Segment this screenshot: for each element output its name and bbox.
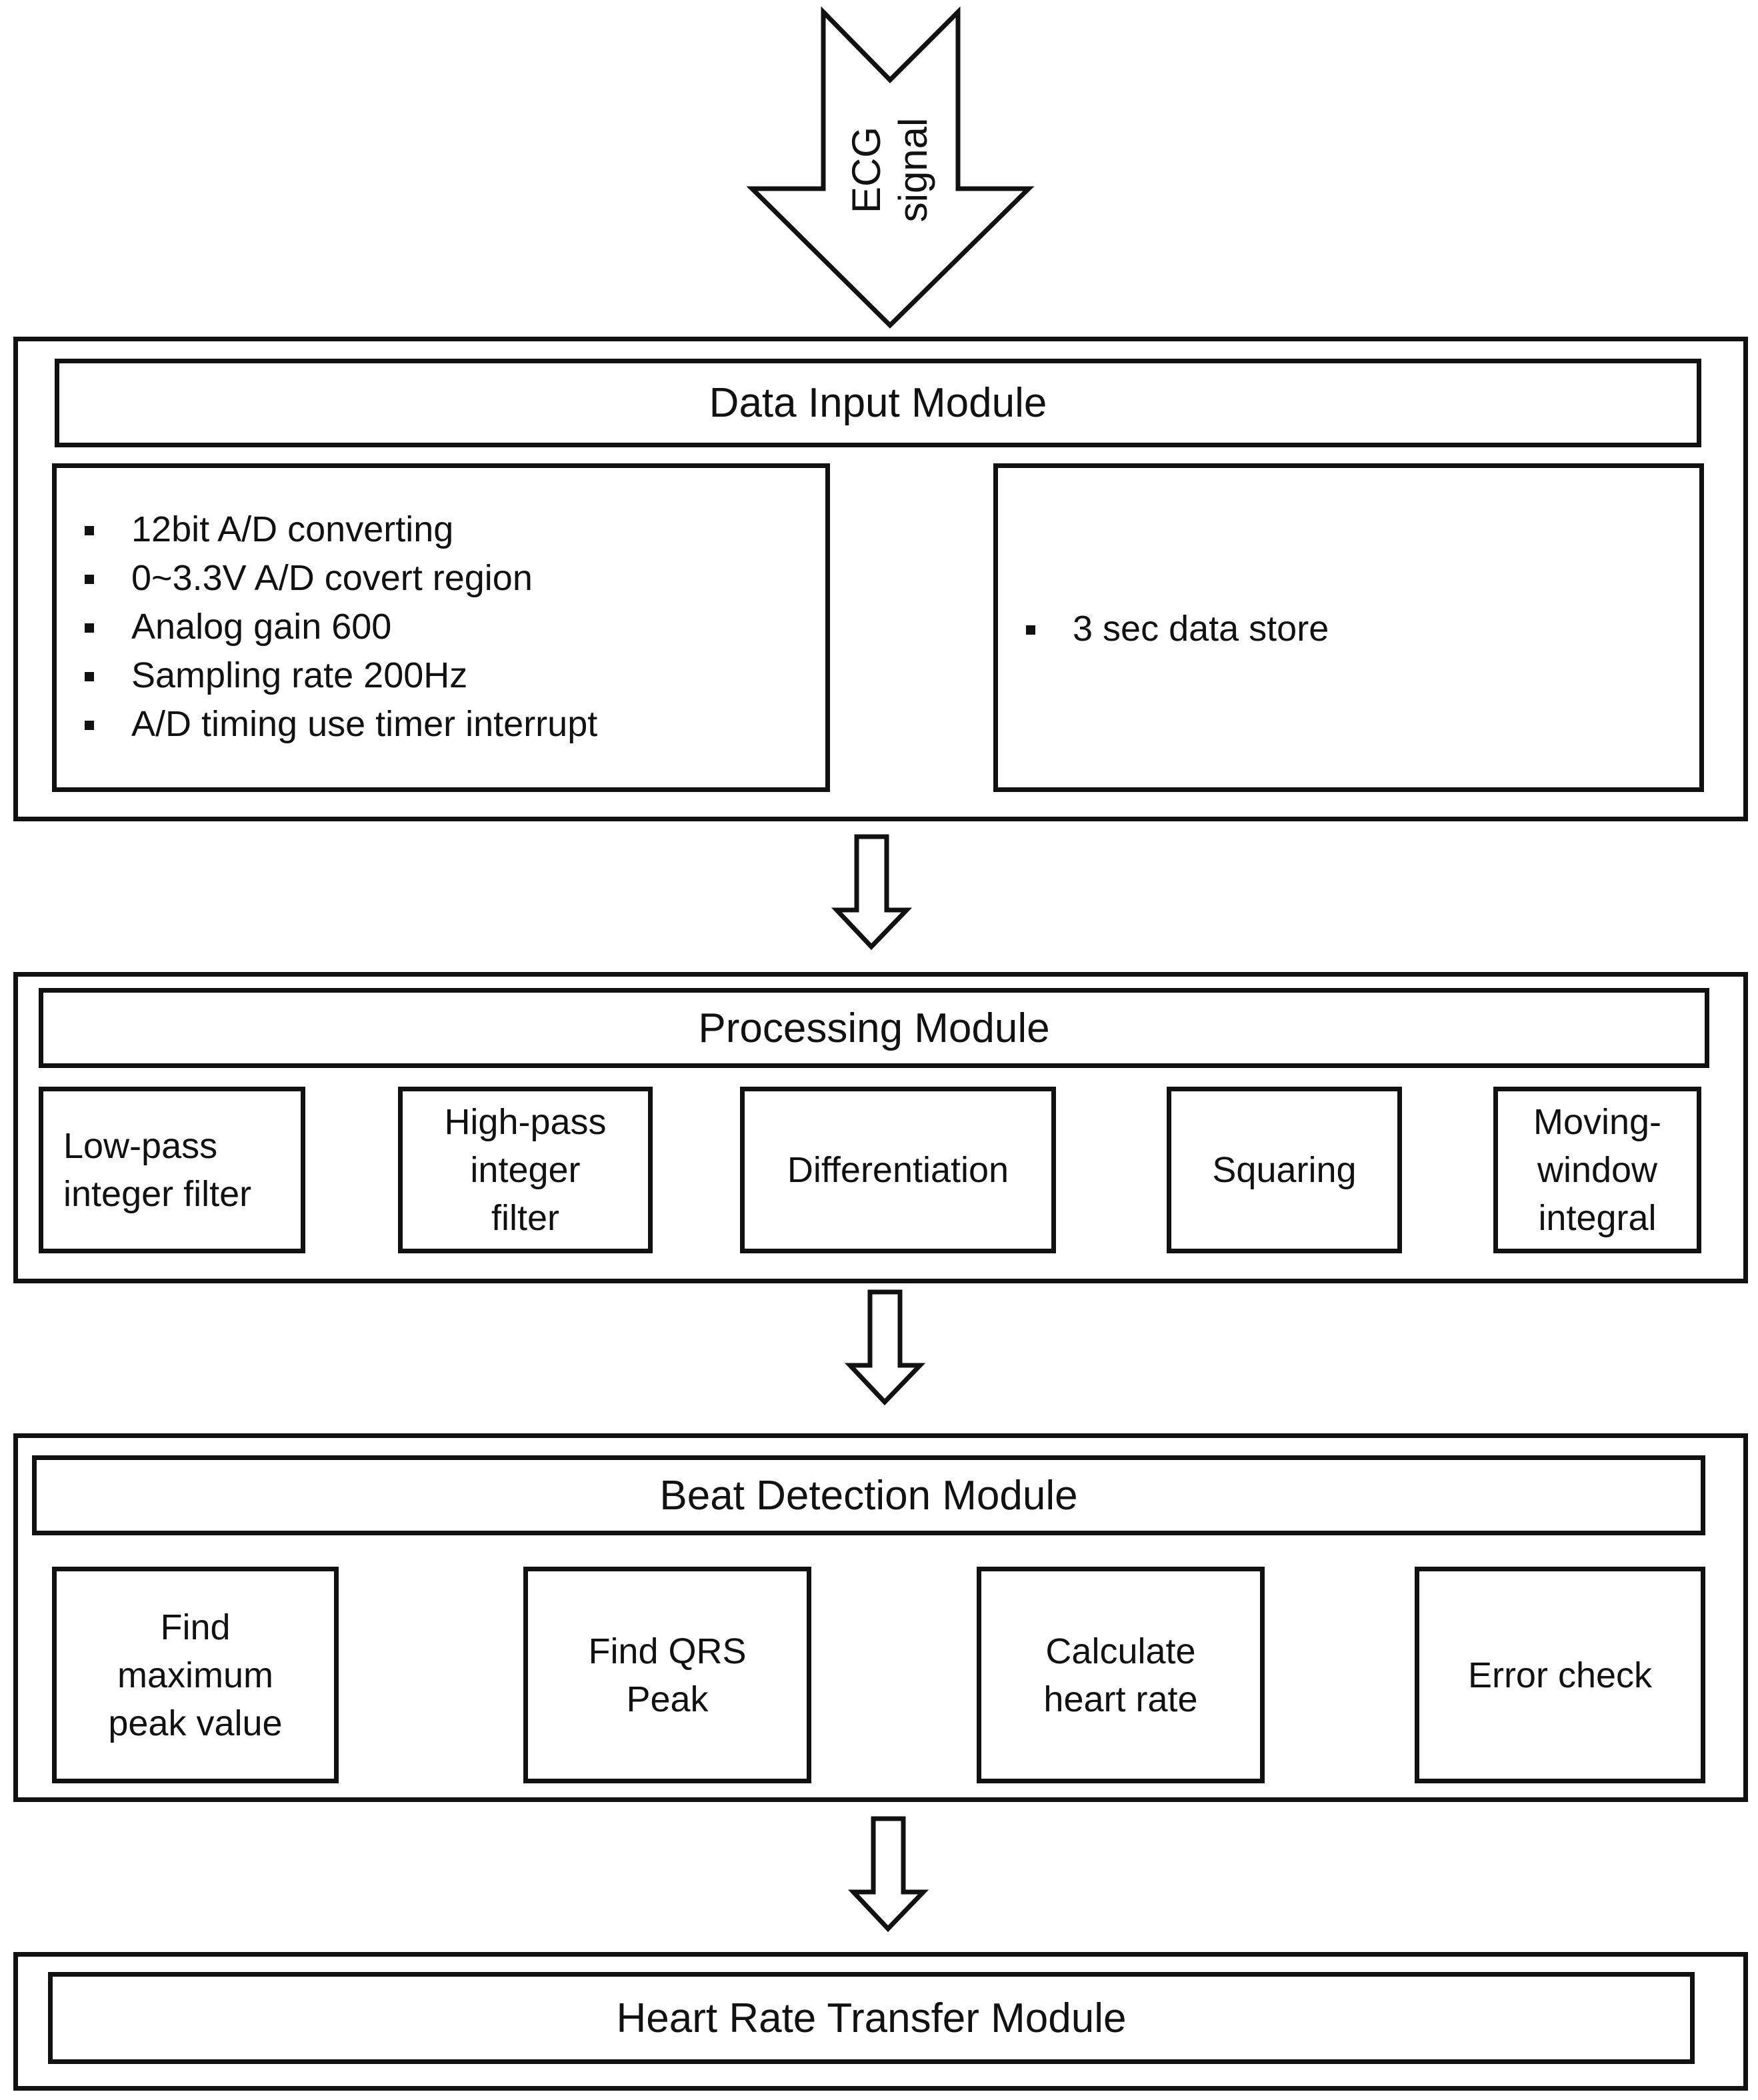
processing-module-title: Processing Module <box>39 988 1709 1068</box>
list-item: Sampling rate 200Hz <box>85 651 597 700</box>
data-input-module-title: Data Input Module <box>55 359 1701 447</box>
heart-rate-transfer-module-title: Heart Rate Transfer Module <box>48 1972 1695 2064</box>
lowpass-filter-step: Low-pass integer filter <box>39 1087 305 1253</box>
find-maximum-peak-step: Find maximum peak value <box>52 1567 339 1783</box>
flow-arrow-processing-to-detection <box>844 1289 926 1406</box>
calculate-heart-rate-step: Calculate heart rate <box>977 1567 1265 1783</box>
flow-arrow-detection-to-transfer <box>847 1816 929 1933</box>
moving-window-integral-step: Moving- window integral <box>1493 1087 1701 1253</box>
beat-detection-module-title: Beat Detection Module <box>32 1455 1705 1535</box>
ad-settings-box: 12bit A/D converting 0~3.3V A/D covert r… <box>52 463 830 792</box>
ecg-signal-label: ECG signal <box>844 117 935 223</box>
list-item: Analog gain 600 <box>85 603 597 651</box>
highpass-filter-step: High-pass integer filter <box>398 1087 653 1253</box>
list-item: 0~3.3V A/D covert region <box>85 554 597 603</box>
differentiation-step: Differentiation <box>740 1087 1056 1253</box>
list-item: 12bit A/D converting <box>85 505 597 554</box>
data-store-list: 3 sec data store <box>1026 605 1329 653</box>
find-qrs-peak-step: Find QRS Peak <box>523 1567 811 1783</box>
ecg-input-arrow <box>746 6 1035 329</box>
list-item: 3 sec data store <box>1026 605 1329 653</box>
ad-settings-list: 12bit A/D converting 0~3.3V A/D covert r… <box>85 505 597 749</box>
data-store-box: 3 sec data store <box>993 463 1704 792</box>
flow-arrow-input-to-processing <box>831 834 913 951</box>
squaring-step: Squaring <box>1167 1087 1402 1253</box>
list-item: A/D timing use timer interrupt <box>85 700 597 749</box>
error-check-step: Error check <box>1415 1567 1705 1783</box>
